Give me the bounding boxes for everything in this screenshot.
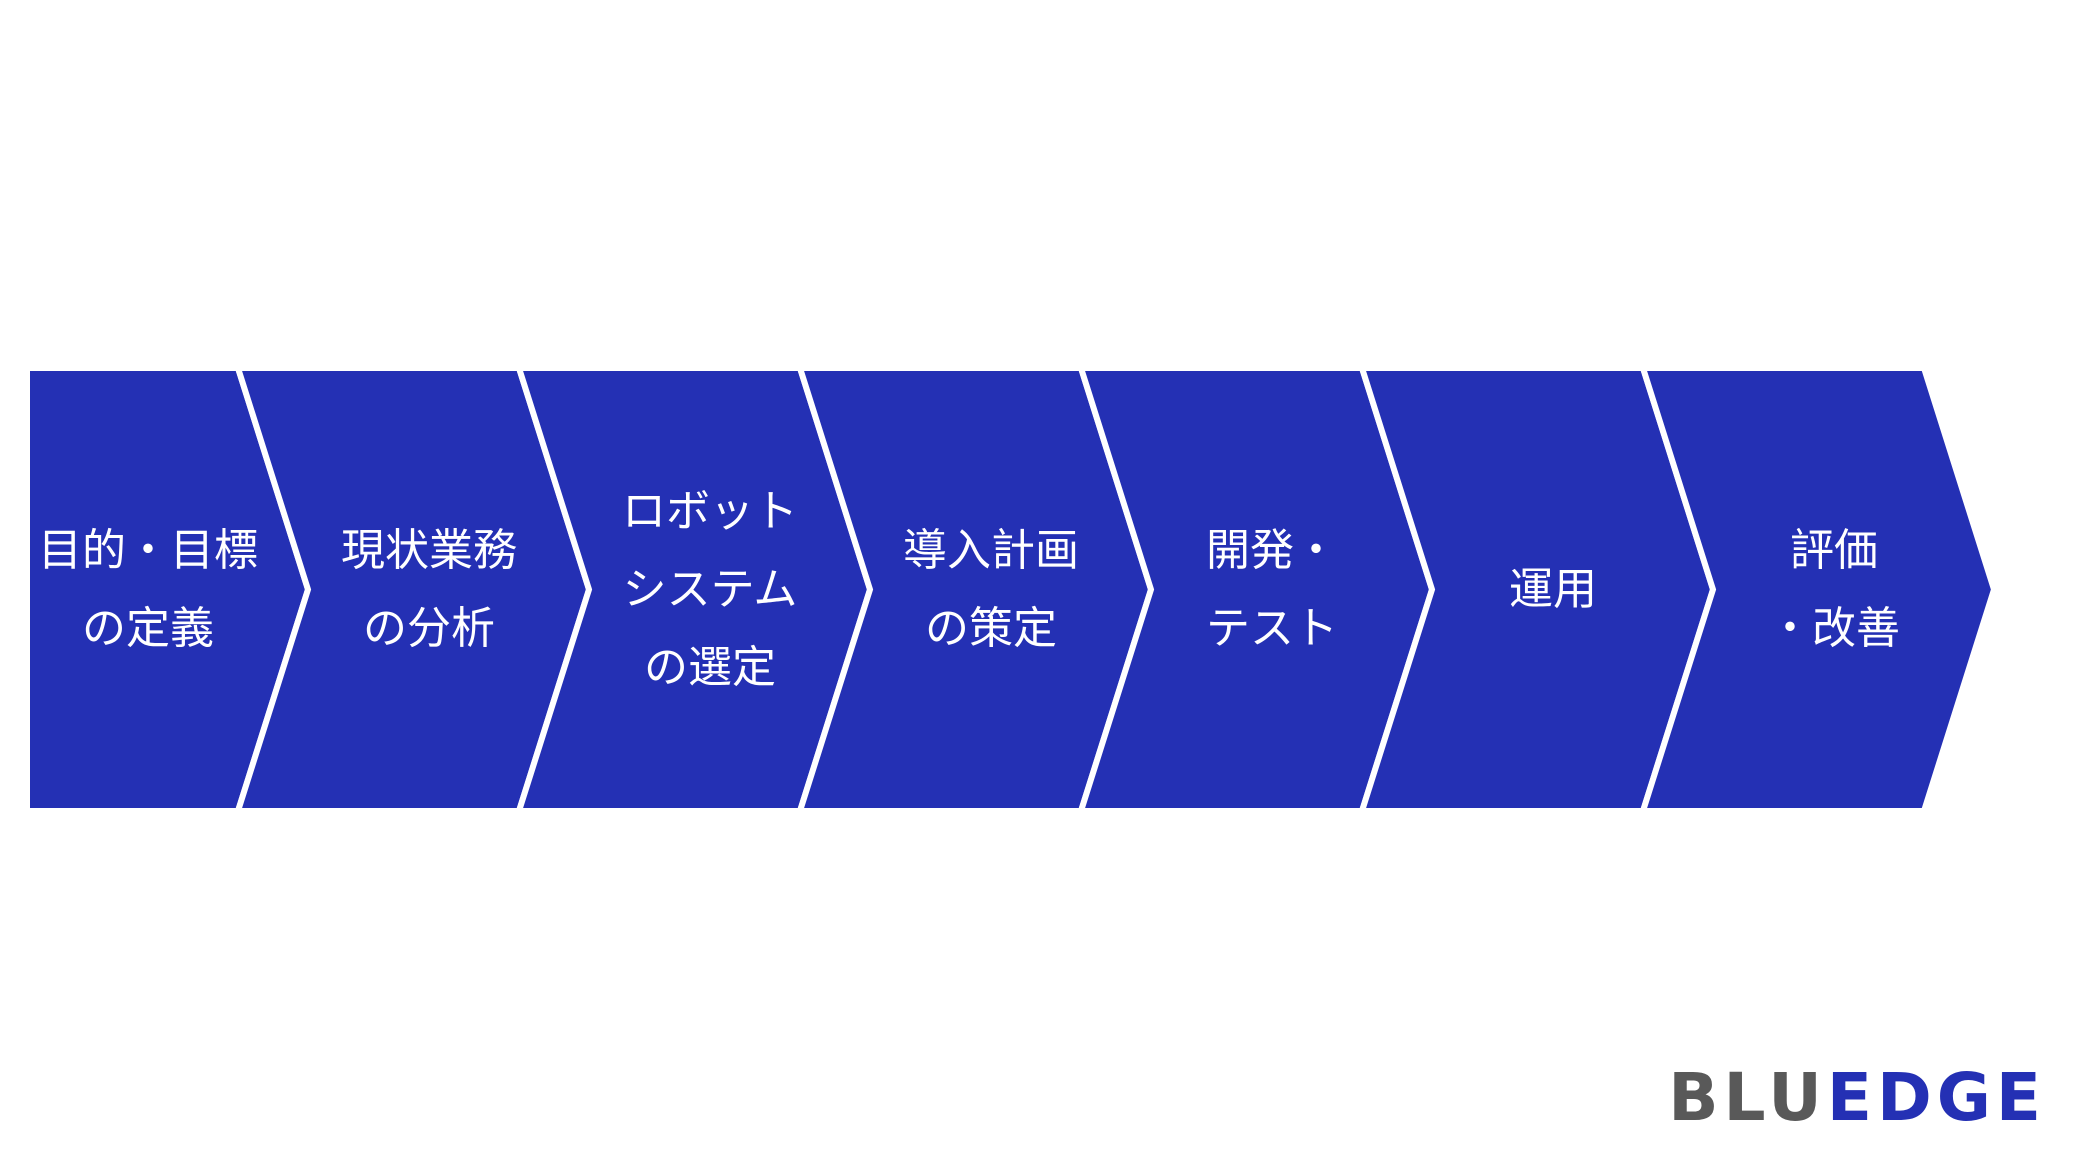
logo-text-blu: BLU bbox=[1668, 1059, 1827, 1136]
step-label-line: 開発・ bbox=[1206, 525, 1338, 576]
step-label-line: の選定 bbox=[644, 642, 776, 693]
step-label-line: 現状業務 bbox=[341, 525, 517, 576]
step-label-line: の分析 bbox=[363, 603, 495, 654]
step-label-line: システム bbox=[623, 564, 798, 615]
step-label-line: テスト bbox=[1206, 603, 1338, 654]
process-step-7: 評価・改善 bbox=[1638, 365, 1998, 814]
step-label-line: ・改善 bbox=[1768, 603, 1900, 654]
step-label-line: 目的・目標 bbox=[38, 525, 258, 576]
step-label-line: 導入計画 bbox=[903, 525, 1079, 576]
step-label-line: 評価 bbox=[1790, 525, 1878, 576]
process-step-5: 開発・テスト bbox=[1076, 365, 1436, 814]
bluedge-logo: BLUEDGE bbox=[1668, 1065, 2046, 1131]
step-label-line: の策定 bbox=[925, 603, 1057, 654]
step-label-line: ロボット bbox=[622, 486, 798, 537]
logo-text-edge: EDGE bbox=[1826, 1059, 2046, 1136]
step-label-line: 運用 bbox=[1509, 564, 1597, 615]
step-label-line: の定義 bbox=[82, 603, 214, 654]
chevron-shape bbox=[1638, 365, 1998, 814]
